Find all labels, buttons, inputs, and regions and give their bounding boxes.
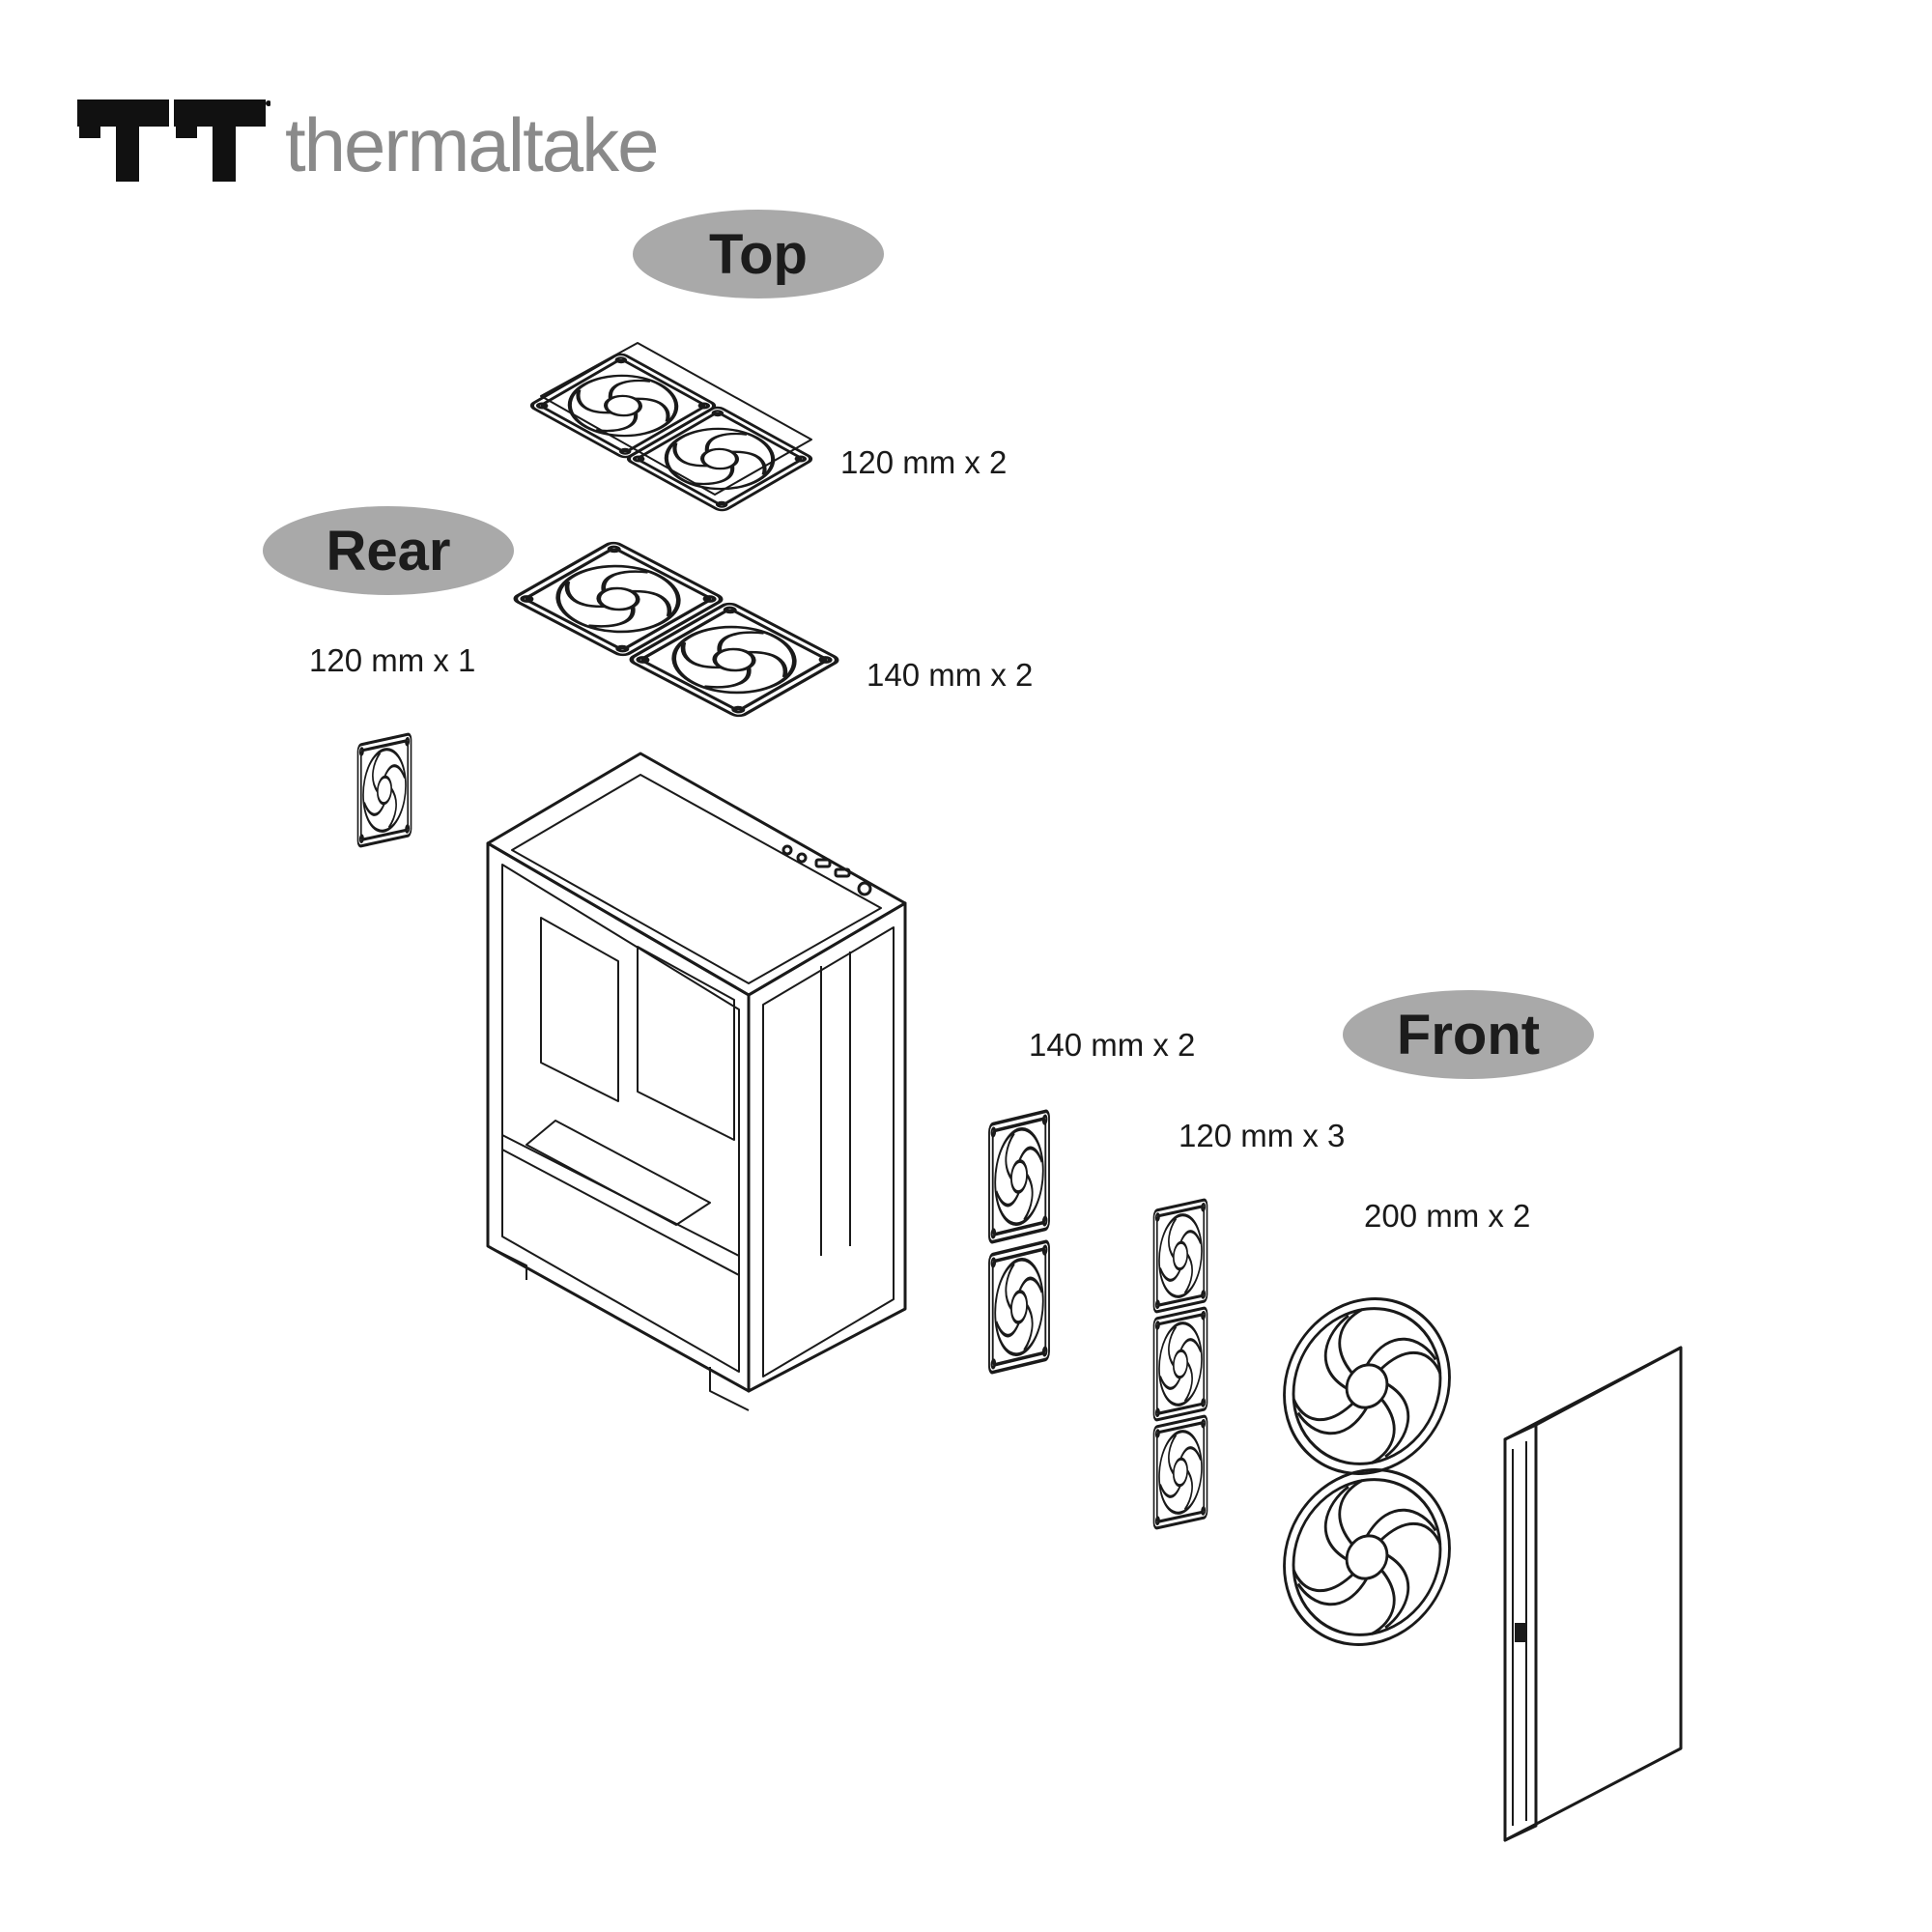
brand-name: thermaltake [285,102,660,187]
label-top-140: 140 mm x 2 [867,657,1034,693]
section-rear-badge: Rear [263,506,514,595]
label-front-120: 120 mm x 3 [1179,1118,1346,1153]
front-fan-140-pair [987,1108,1051,1376]
label-front-200: 200 mm x 2 [1364,1198,1531,1234]
label-front-140: 140 mm x 2 [1029,1027,1196,1063]
label-top-120: 120 mm x 2 [840,444,1008,480]
front-fan-120-trio [1151,1197,1209,1531]
top-fan-120-pair [529,342,814,512]
top-fan-140-pair [512,541,840,718]
brand-logo: thermaltake [77,92,660,188]
section-top-badge: Top [633,210,884,298]
pc-case [486,752,907,1411]
section-front-badge: Front [1343,990,1594,1079]
front-panel [1503,1346,1683,1842]
label-rear-120: 120 mm x 1 [309,642,476,678]
rear-fan-120 [355,731,413,849]
front-fan-200-pair [1282,1289,1452,1655]
tt-logo-icon [77,99,270,182]
